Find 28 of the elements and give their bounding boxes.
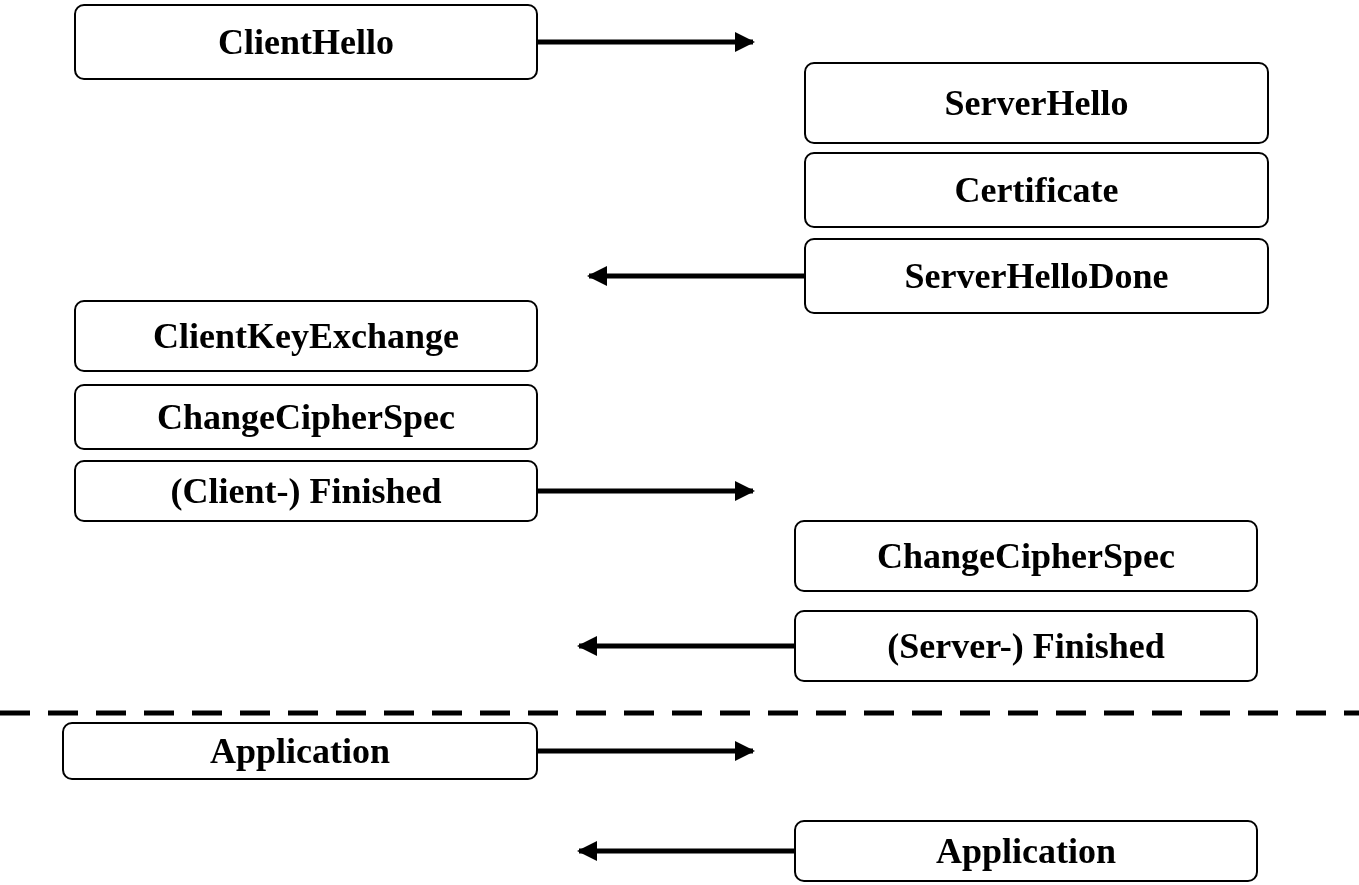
message-label: ChangeCipherSpec xyxy=(877,535,1175,577)
arrow xyxy=(538,481,755,501)
message-label: ServerHelloDone xyxy=(904,255,1169,297)
message-box xyxy=(804,62,1269,144)
message-box xyxy=(794,820,1258,882)
message-label: ClientHello xyxy=(218,21,394,63)
message-box xyxy=(794,520,1258,592)
message-box xyxy=(74,460,538,522)
arrow xyxy=(587,266,804,286)
message-label: Certificate xyxy=(954,169,1119,211)
arrow xyxy=(577,636,794,656)
message-label: ClientKeyExchange xyxy=(153,315,459,357)
arrow xyxy=(538,741,755,761)
message-label: (Client-) Finished xyxy=(170,470,442,512)
arrow xyxy=(577,841,794,861)
arrow xyxy=(538,32,755,52)
message-box xyxy=(62,722,538,780)
message-box xyxy=(804,152,1269,228)
message-label: ChangeCipherSpec xyxy=(157,396,455,438)
message-label: ServerHello xyxy=(944,82,1129,124)
message-label: (Server-) Finished xyxy=(887,625,1165,667)
message-box xyxy=(794,610,1258,682)
message-box xyxy=(804,238,1269,314)
message-box xyxy=(74,300,538,372)
message-box xyxy=(74,4,538,80)
message-label: Application xyxy=(209,730,390,772)
message-box xyxy=(74,384,538,450)
message-label: Application xyxy=(935,830,1116,872)
